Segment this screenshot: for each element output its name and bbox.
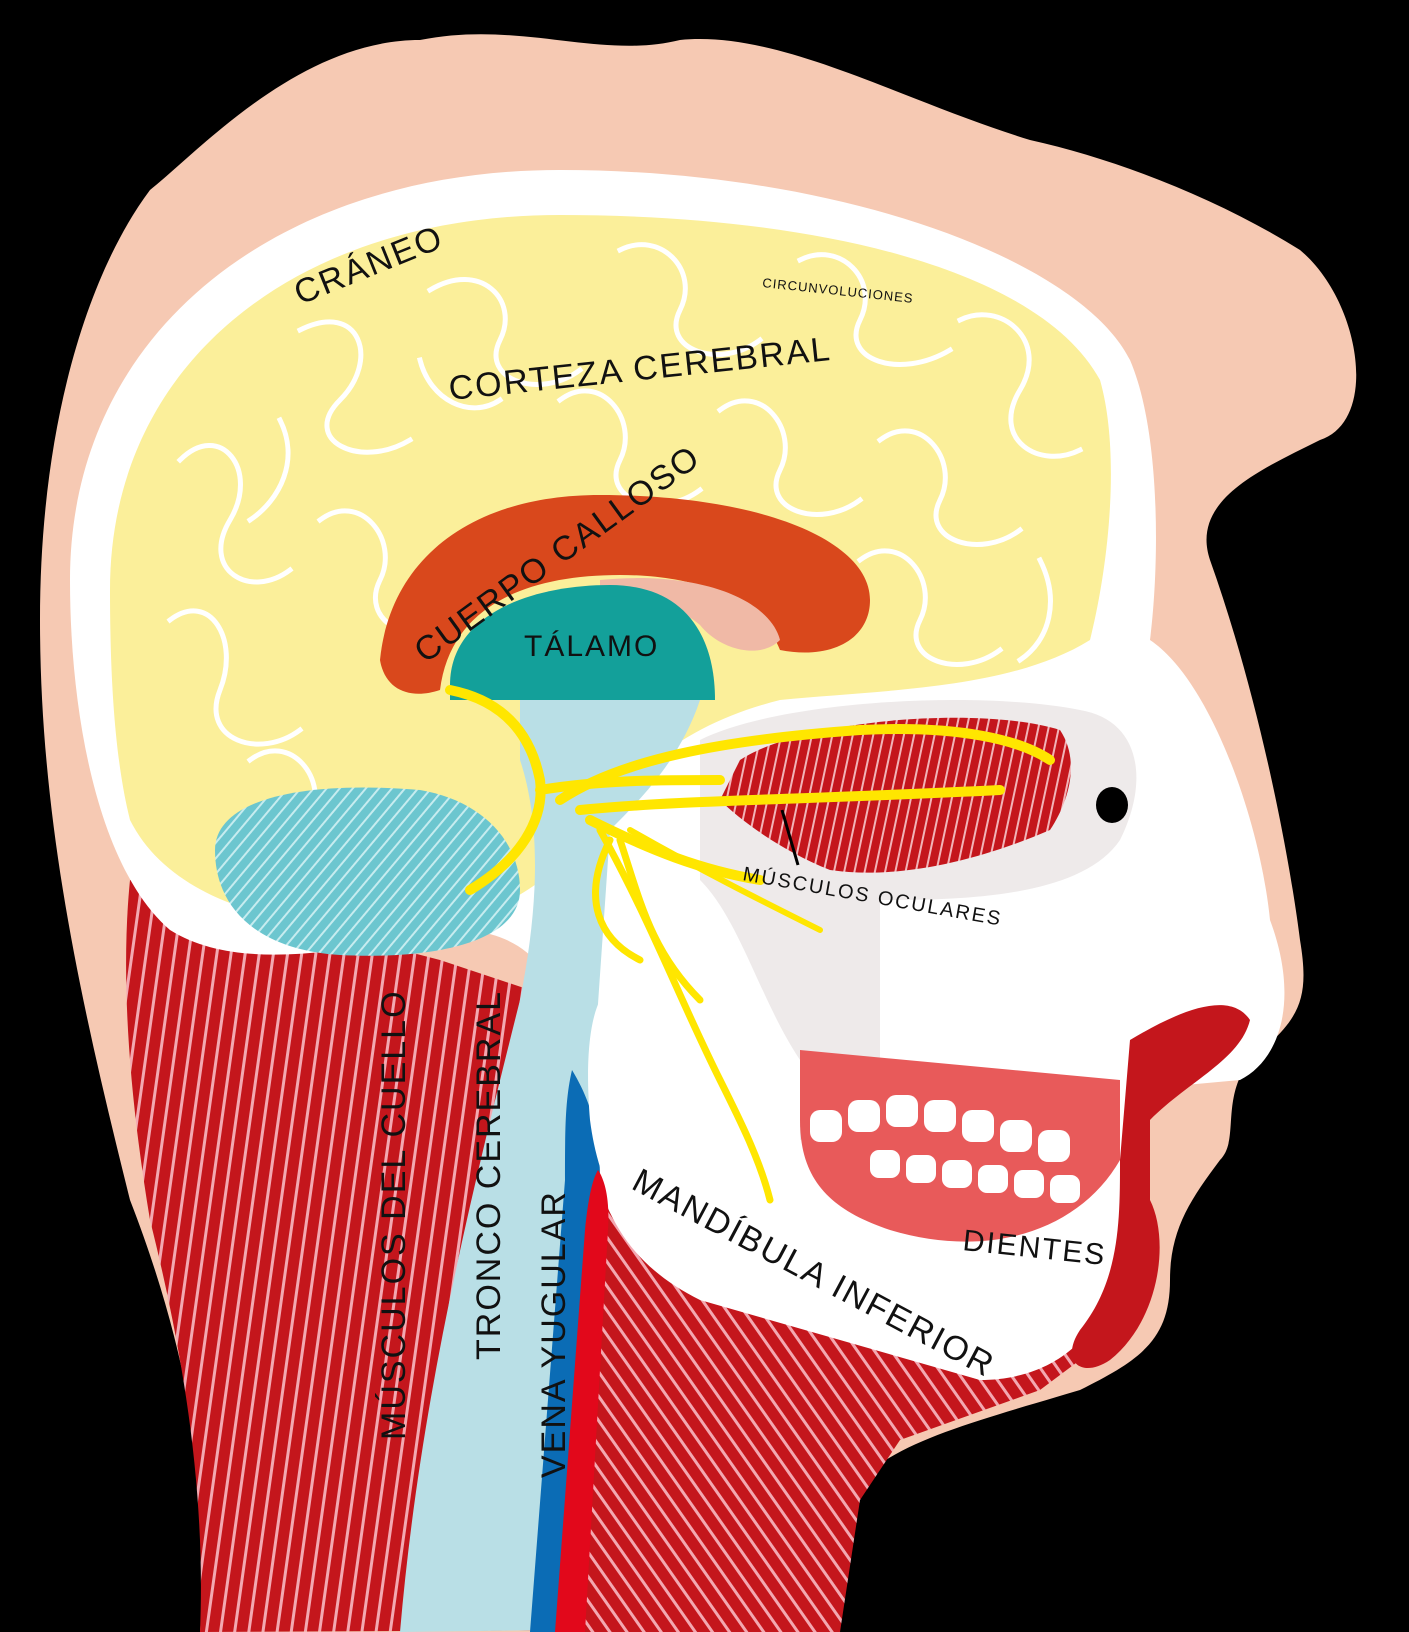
label-talamo: TÁLAMO: [524, 630, 659, 663]
label-tronco-cerebral: TRONCO CEREBRAL: [470, 990, 508, 1360]
label-musculos-del-cuello: MÚSCULOS DEL CUELLO: [375, 989, 413, 1440]
eye-pupil-icon: [1096, 787, 1128, 823]
cerebellum: [215, 788, 520, 956]
label-vena-yugular: VENA YUGULAR: [535, 1190, 573, 1478]
